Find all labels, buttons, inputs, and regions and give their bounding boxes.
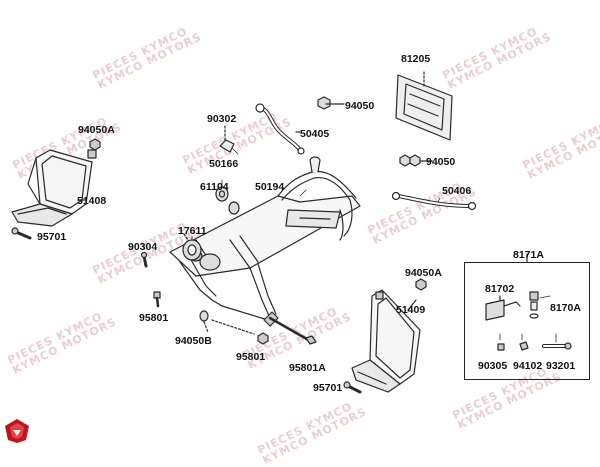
rod-50405 [255,103,305,155]
part-label: 8171A [513,249,544,261]
brand-logo [5,419,29,443]
part-label: 94050A [405,267,442,279]
part-label: 81702 [485,283,515,295]
bolt-95701-left [11,227,32,240]
part-label: 81205 [401,53,431,65]
bolt-95801a [268,316,317,345]
bolt-95701-right [343,381,362,394]
bracket-plate-81205 [395,74,453,141]
part-label: 17611 [178,225,207,237]
part-label: 61104 [200,181,229,193]
bolt-95801-a [153,291,161,308]
part-label: 50406 [442,185,472,197]
part-label: 51409 [396,304,426,316]
part-label: 95701 [37,231,67,243]
part-label: 94102 [513,360,543,372]
part-label: 90302 [207,113,237,125]
part-label: 90305 [478,360,508,372]
part-label: 8170A [550,302,581,314]
part-label: 94050B [175,335,212,347]
nut-94050a-right [415,278,427,291]
bracket-51409 [351,289,421,393]
leader-lines [191,147,557,343]
part-drawings [11,71,572,394]
part-label: 93201 [546,360,576,372]
part-label: 50194 [255,181,285,193]
kit-8171a-box [464,262,590,380]
part-label: 50166 [209,158,239,170]
part-label: 95801A [289,362,326,374]
part-label: 90304 [128,241,158,253]
nut-94050a-left [89,138,101,151]
part-label: 50405 [300,128,330,140]
bearing-17611 [182,239,202,261]
bracket-51408 [11,149,97,227]
rod-50406 [391,191,477,211]
part-label: 51408 [77,195,107,207]
grommet-61104 [215,186,240,215]
parts-diagram: PIECES KYMCO KYMCO MOTORS PIECES KYMCO K… [5,25,600,467]
part-label: 95801 [236,351,266,363]
bolt-95801-b [257,332,269,345]
clip-50166 [219,139,235,153]
part-label: 95801 [139,312,169,324]
washer-94050b [199,310,209,333]
part-label: 94050 [345,100,375,112]
kit-8171a-contents [485,253,572,351]
part-label: 94050 [426,156,456,168]
part-label: 94050A [78,124,115,136]
nut-94050-mid [399,154,421,167]
part-label: 95701 [313,382,343,394]
bolt-90304 [140,251,148,268]
nut-94050-top [317,96,332,110]
